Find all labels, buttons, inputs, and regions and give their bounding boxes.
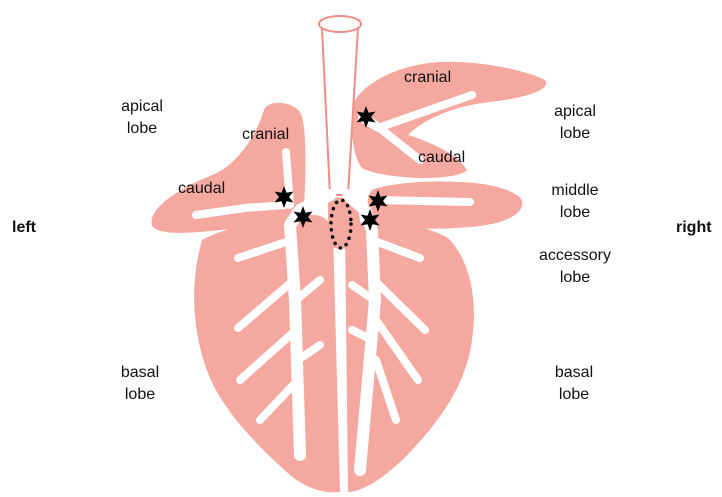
right-apical-line1: apical: [545, 101, 605, 123]
right-middle-line1: middle: [544, 180, 606, 202]
left-cranial-label: cranial: [242, 124, 289, 146]
right-basal-line1: basal: [544, 362, 604, 384]
right-middle-label: middle lobe: [544, 180, 606, 224]
right-basal-label: basal lobe: [544, 362, 604, 406]
left-apical-label: apical lobe: [112, 96, 172, 140]
left-apical-line2: lobe: [112, 118, 172, 140]
right-accessory-line2: lobe: [528, 267, 622, 289]
right-middle-line2: lobe: [544, 202, 606, 224]
right-apical-line2: lobe: [545, 123, 605, 145]
left-basal-line1: basal: [110, 362, 170, 384]
right-apical-label: apical lobe: [545, 101, 605, 145]
right-caudal-label: caudal: [418, 147, 465, 169]
left-apical-line1: apical: [112, 96, 172, 118]
right-basal-line2: lobe: [544, 384, 604, 406]
right-accessory-label: accessory lobe: [528, 245, 622, 289]
side-label-left: left: [12, 217, 36, 239]
left-basal-label: basal lobe: [110, 362, 170, 406]
right-accessory-line1: accessory: [528, 245, 622, 267]
trachea: [322, 28, 358, 195]
right-middle-bronchus: [378, 200, 470, 202]
left-caudal-label: caudal: [178, 178, 225, 200]
trachea-opening: [319, 16, 361, 32]
left-basal-line2: lobe: [110, 384, 170, 406]
side-label-right: right: [676, 217, 712, 239]
right-cranial-label: cranial: [404, 67, 451, 89]
